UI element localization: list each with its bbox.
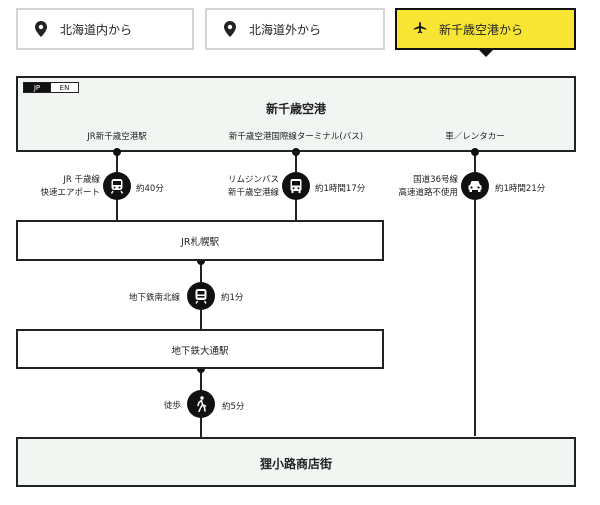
- map-pin-icon: [223, 21, 237, 37]
- subway-line-name: 地下鉄南北線: [128, 293, 180, 303]
- airport-title: 新千歳空港: [265, 102, 326, 116]
- route-dot: [113, 148, 121, 156]
- bus-route-label: リムジンバス 新千歳空港線: [228, 174, 279, 200]
- destination-title: 狸小路商店街: [259, 457, 332, 471]
- stop-name: JR札幌駅: [181, 237, 219, 248]
- tab-from-hokkaido[interactable]: 北海道内から: [16, 8, 194, 50]
- station-jr-airport: JR新千歳空港駅: [87, 132, 147, 142]
- stop-jr-sapporo: JR札幌駅: [16, 220, 384, 261]
- airport-box: JP EN 新千歳空港 JR新千歳空港駅 新千歳空港国際線ターミナル(バス) 車…: [16, 76, 576, 152]
- destination-box: 狸小路商店街: [16, 437, 576, 487]
- station-car-rental: 車／レンタカー: [445, 132, 505, 142]
- map-pin-icon: [34, 21, 48, 37]
- route-dot: [197, 365, 205, 373]
- tab-from-new-chitose-airport[interactable]: 新千歳空港から: [395, 8, 576, 50]
- car-icon: [461, 172, 489, 200]
- tab-label: 北海道内から: [60, 22, 133, 37]
- airplane-icon: [413, 21, 427, 37]
- subway-time: 約1分: [221, 293, 244, 303]
- station-bus-terminal: 新千歳空港国際線ターミナル(バス): [228, 132, 364, 142]
- stop-name: 地下鉄大通駅: [171, 346, 229, 357]
- train-icon: [103, 172, 131, 200]
- car-route-label: 国道36号線 高速道路不使用: [398, 174, 458, 200]
- walking-person-icon: [187, 390, 215, 418]
- bus-service-name: 新千歳空港線: [227, 188, 279, 198]
- route-line-car: [474, 152, 476, 436]
- bus-time: 約1時間17分: [315, 184, 366, 194]
- route-dot: [197, 257, 205, 265]
- language-switch: JP EN: [23, 82, 79, 93]
- jr-service-name: 快速エアポート: [40, 188, 100, 198]
- tab-label: 新千歳空港から: [439, 22, 524, 37]
- stop-odori-station: 地下鉄大通駅: [16, 329, 384, 369]
- bus-icon: [282, 172, 310, 200]
- subway-icon: [187, 282, 215, 310]
- walk-label: 徒歩: [163, 401, 181, 411]
- tab-from-outside-hokkaido[interactable]: 北海道外から: [205, 8, 385, 50]
- jr-line-name: JR 千歳線: [63, 175, 100, 185]
- car-time: 約1時間21分: [495, 184, 546, 194]
- lang-en-button[interactable]: EN: [51, 82, 79, 93]
- route-dot: [292, 148, 300, 156]
- bus-line-name: リムジンバス: [227, 175, 279, 185]
- jr-time: 約40分: [136, 184, 164, 194]
- walk-time: 約5分: [222, 402, 245, 412]
- car-road-note: 高速道路不使用: [398, 188, 458, 198]
- lang-jp-button[interactable]: JP: [23, 82, 51, 93]
- jr-route-label: JR 千歳線 快速エアポート: [40, 174, 100, 200]
- tab-label: 北海道外から: [249, 22, 322, 37]
- car-road-name: 国道36号線: [413, 175, 458, 185]
- route-dot: [471, 148, 479, 156]
